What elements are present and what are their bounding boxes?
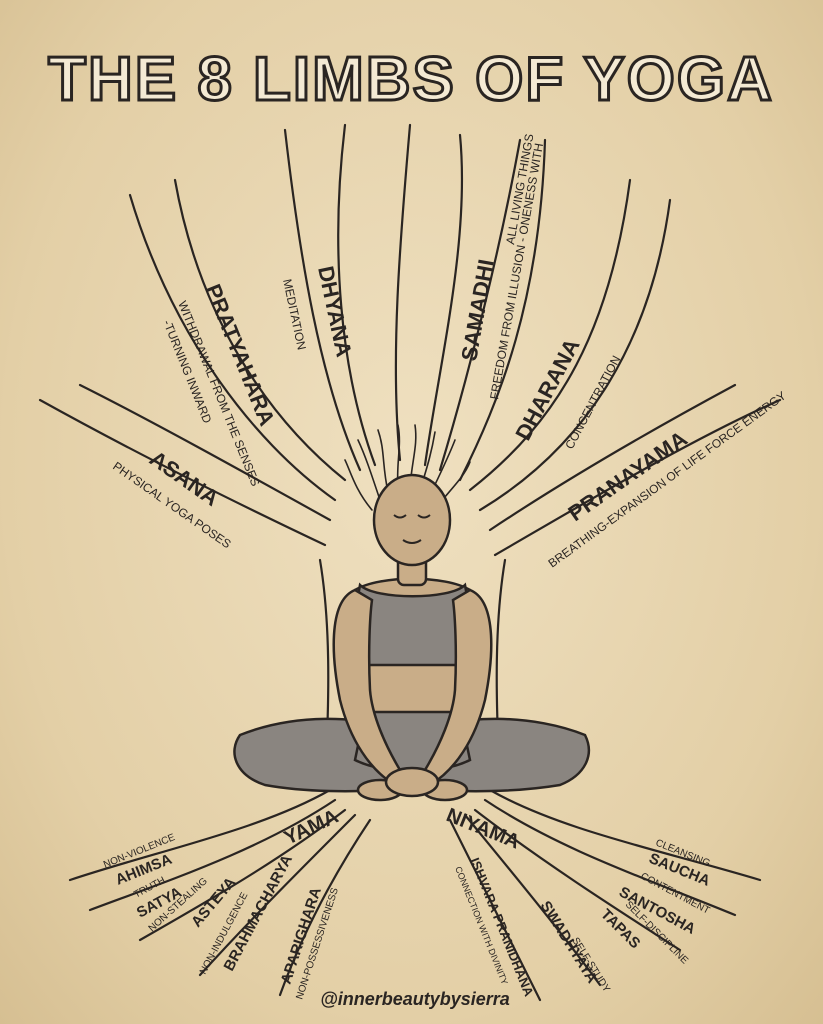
credit-handle: @innerbeautybysierra bbox=[320, 989, 510, 1009]
root-labels: YAMA NIYAMA AHIMSA NON-VIOLENCE SATYA TR… bbox=[102, 804, 713, 1001]
hands bbox=[384, 766, 440, 798]
upper-limb-labels: DHYANA MEDITATION SAMADHI FREEDOM FROM I… bbox=[110, 133, 788, 571]
left-eye bbox=[393, 514, 407, 519]
upper-branches bbox=[38, 123, 782, 782]
niyama-label: NIYAMA bbox=[443, 804, 523, 853]
sports-top bbox=[355, 582, 470, 667]
samadhi-label: SAMADHI bbox=[456, 257, 498, 362]
meditating-figure bbox=[233, 473, 591, 802]
page-title: THE 8 LIMBS OF YOGA bbox=[48, 45, 774, 114]
head bbox=[372, 473, 452, 567]
dhyana-desc: MEDITATION bbox=[280, 278, 309, 352]
roots bbox=[68, 788, 762, 1002]
right-eye bbox=[417, 514, 431, 519]
yama-label: YAMA bbox=[281, 805, 342, 849]
mouth bbox=[402, 539, 422, 544]
pratyahara-label: PRATYAHARA bbox=[200, 281, 280, 430]
